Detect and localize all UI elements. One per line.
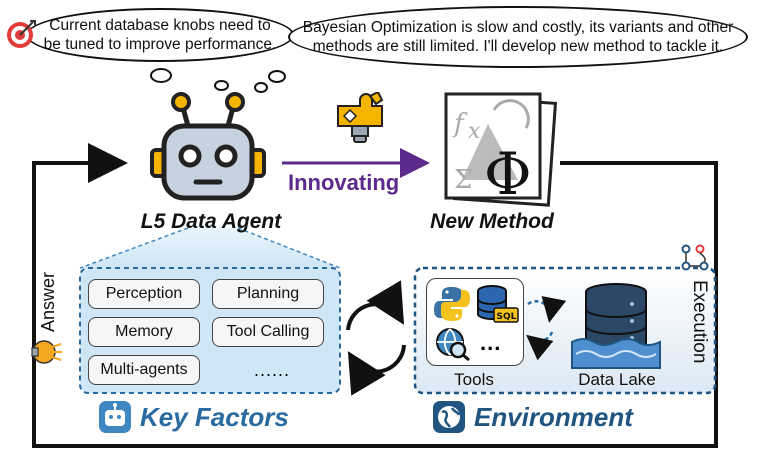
thought-dot <box>268 70 286 83</box>
web-search-icon <box>436 328 470 362</box>
idea-puzzle-icon <box>337 92 384 143</box>
factor-planning: Planning <box>212 279 324 309</box>
svg-text:Φ: Φ <box>484 140 532 208</box>
sql-badge-text: SQL <box>497 312 517 322</box>
agent-label: L5 Data Agent <box>140 210 282 233</box>
key-factors-title: Key Factors <box>140 402 289 432</box>
svg-text:x: x <box>468 119 481 144</box>
workflow-icon <box>681 244 709 271</box>
tools-more: ... <box>480 330 502 355</box>
answer-label: Answer <box>38 271 58 332</box>
svg-text:Σ: Σ <box>454 165 472 195</box>
target-icon <box>7 20 36 48</box>
thought-dot <box>254 82 268 93</box>
thought-dot <box>150 68 172 83</box>
factor-perception: Perception <box>88 279 200 309</box>
cycle-arrow-bottom <box>347 344 406 396</box>
factor-multi-agents: Multi-agents <box>88 355 200 385</box>
tools-label: Tools <box>454 370 494 389</box>
execution-label: Execution <box>689 280 710 364</box>
thought-text-right: Bayesian Optimization is slow and costly… <box>302 19 734 55</box>
factor-tool-calling: Tool Calling <box>212 317 324 347</box>
innovating-label: Innovating <box>288 170 400 195</box>
robot-icon <box>150 92 266 201</box>
new-method-documents-icon: f x Σ Φ <box>444 92 558 208</box>
data-lake-label: Data Lake <box>578 370 656 389</box>
python-icon <box>434 287 470 321</box>
environment-title: Environment <box>474 402 633 432</box>
data-lake-icon <box>571 283 661 369</box>
new-method-label: New Method <box>430 210 554 233</box>
lightbulb-icon <box>31 340 62 364</box>
loop-line <box>32 143 718 448</box>
thought-text-left: Current database knobs need to be tuned … <box>43 17 277 53</box>
thought-bubble-left: Current database knobs need to be tuned … <box>26 8 294 62</box>
thought-bubble-right: Bayesian Optimization is slow and costly… <box>288 6 748 68</box>
sql-database-icon: SQL <box>477 285 519 323</box>
robot-badge-icon <box>99 401 131 433</box>
thought-dot <box>214 80 229 91</box>
factor-more: ...... <box>253 360 290 380</box>
cycle-arrow-top <box>346 280 405 331</box>
agent-fan <box>80 228 340 268</box>
factor-memory: Memory <box>88 317 200 347</box>
globe-badge-icon <box>433 401 465 433</box>
